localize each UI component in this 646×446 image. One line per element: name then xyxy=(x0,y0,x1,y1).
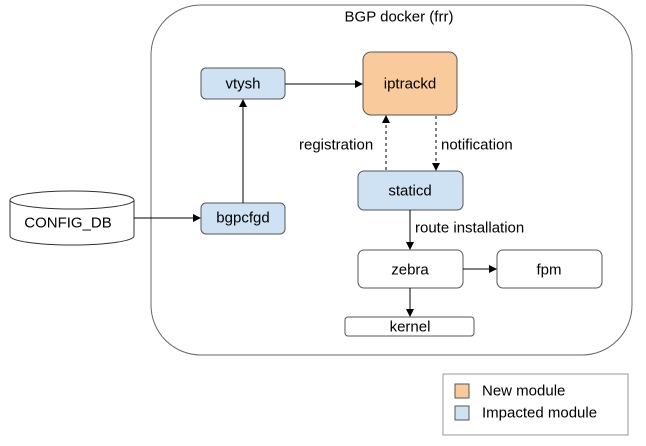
fpm-node: fpm xyxy=(496,249,603,289)
legend-box xyxy=(442,373,629,436)
container-title: BGP docker (frr) xyxy=(345,9,454,26)
zebra-label: zebra xyxy=(391,262,429,279)
route-installation-label: route installation xyxy=(415,220,524,237)
vtysh-node: vtysh xyxy=(200,67,286,100)
config-db-label: CONFIG_DB xyxy=(24,215,112,232)
iptrackd-node: iptrackd xyxy=(362,51,458,116)
staticd-node: staticd xyxy=(357,170,464,211)
vtysh-label: vtysh xyxy=(225,76,260,93)
staticd-label: staticd xyxy=(388,183,431,200)
config-db-node: CONFIG_DB xyxy=(9,190,135,246)
iptrackd-label: iptrackd xyxy=(384,76,437,93)
kernel-node: kernel xyxy=(344,316,475,337)
bgpcfgd-label: bgpcfgd xyxy=(216,210,269,227)
edges xyxy=(134,80,497,317)
legend-label-new: New module xyxy=(482,383,565,400)
legend: New module Impacted module xyxy=(442,373,629,436)
fpm-label: fpm xyxy=(536,262,561,279)
kernel-label: kernel xyxy=(390,319,431,336)
registration-label: registration xyxy=(299,137,373,154)
notification-label: notification xyxy=(441,137,513,154)
legend-label-impacted: Impacted module xyxy=(482,405,597,422)
legend-swatch-impacted xyxy=(454,405,470,421)
zebra-node: zebra xyxy=(357,249,464,289)
legend-swatch-new xyxy=(454,383,470,399)
bgpcfgd-node: bgpcfgd xyxy=(200,202,286,235)
